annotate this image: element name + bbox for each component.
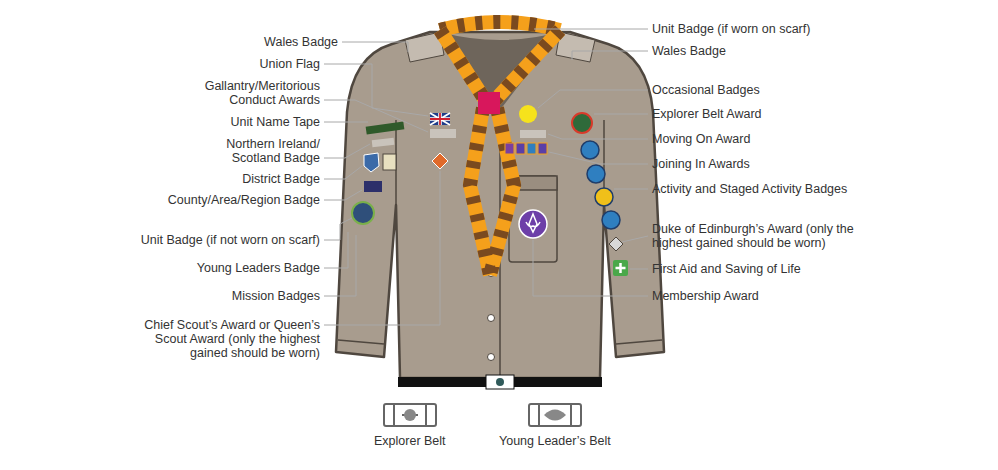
badge-label: District Badge: [242, 172, 320, 186]
badge-label: Mission Badges: [232, 289, 320, 303]
badges-part: [581, 141, 599, 159]
scarf-part: [470, 108, 514, 275]
leader-lines-part: [324, 232, 348, 268]
badge-label: Union Flag: [260, 57, 320, 71]
scarf-part: [440, 30, 560, 100]
belt-part: [496, 378, 504, 386]
badges-part: [430, 113, 450, 125]
badges-part: [383, 154, 396, 170]
belt-icons-part: [539, 404, 571, 426]
belt-icons-part: [544, 410, 566, 421]
leader-lines-part: [538, 90, 648, 108]
badge-label: Unit Badge (if not worn on scarf): [141, 233, 320, 247]
badges: [352, 105, 628, 276]
belt-icons-part: [384, 404, 436, 426]
leader-lines-part: [594, 114, 648, 115]
leader-lines-part: [324, 235, 356, 296]
badge-label: Wales Badge: [652, 44, 726, 58]
badge-label: Explorer Belt: [374, 434, 446, 448]
badge-label: County/Area/Region Badge: [168, 193, 320, 207]
leader-lines-part: [324, 190, 362, 200]
badge-label: Occasional Badges: [652, 83, 760, 97]
leader-lines-part: [614, 189, 648, 190]
badge-label: First Aid and Saving of Life: [652, 262, 801, 276]
leader-lines-part: [572, 51, 648, 60]
badges-part: [519, 105, 537, 123]
badges-part: [372, 138, 395, 147]
belt-icons-part: [529, 404, 581, 426]
badges-part: [616, 263, 626, 273]
leader-lines-part: [342, 42, 408, 52]
leader-lines-part: [324, 144, 370, 158]
leader-lines-part: [533, 240, 648, 296]
badge-label: Explorer Belt Award: [652, 107, 762, 121]
badge-label: Unit Badge (if worn on scarf): [652, 22, 810, 36]
leader-lines-part: [630, 269, 648, 270]
badges-part: [430, 113, 450, 125]
badge-label: Unit Name Tape: [231, 115, 320, 129]
badges-part: [602, 211, 620, 229]
shirt-part: [488, 354, 495, 361]
leader-lines-part: [622, 236, 648, 242]
badge-label: Northern Ireland/ Scotland Badge: [200, 137, 320, 165]
badge-label: Moving On Award: [652, 132, 750, 146]
badges-part: [538, 143, 547, 154]
leader-lines-part: [324, 171, 440, 325]
leader-lines-part: [534, 29, 648, 30]
badge-label: Joining In Awards: [652, 157, 750, 171]
leader-lines: [324, 29, 648, 325]
leader-lines-part: [324, 100, 428, 132]
leader-lines-part: [324, 122, 368, 123]
belt-part: [486, 375, 514, 389]
badges-part: [364, 181, 382, 192]
badges-part: [609, 237, 623, 251]
badges-part: [572, 113, 592, 133]
shirt: [336, 32, 664, 378]
badges-part: [366, 121, 405, 134]
scarf-part: [440, 30, 560, 100]
shirt-part: [519, 210, 547, 238]
belt-icons: [384, 404, 581, 426]
badge-label: Duke of Edinburgh’s Award (only the high…: [652, 222, 877, 250]
badge-label: Membership Award: [652, 289, 759, 303]
badges-part: [516, 143, 525, 154]
belt-icons-part: [404, 409, 416, 421]
leader-lines-part: [324, 166, 362, 179]
badges-part: [430, 113, 450, 125]
leader-lines-part: [548, 134, 648, 139]
badges-part: [432, 153, 448, 169]
shirt-part: [526, 214, 540, 232]
belt-icons-part: [394, 404, 426, 426]
shirt-part: [336, 32, 664, 378]
belt: [398, 375, 602, 389]
badges-part: [613, 260, 628, 276]
badges-part: [520, 130, 546, 138]
badges-part: [595, 188, 613, 206]
scarf-part: [470, 108, 514, 275]
badges-part: [430, 113, 450, 125]
belt-part: [398, 377, 602, 387]
leader-lines-part: [549, 152, 648, 164]
badges-part: [527, 143, 536, 154]
badges-part: [352, 202, 374, 224]
badge-label: Young Leaders Badge: [197, 261, 320, 275]
badge-label: Wales Badge: [264, 35, 338, 49]
badges-part: [505, 143, 514, 154]
leader-lines-part: [324, 64, 428, 116]
badge-label: Activity and Staged Activity Badges: [652, 182, 847, 196]
badge-label: Chief Scout’s Award or Queen’s Scout Awa…: [135, 318, 320, 360]
badge-label: Gallantry/Meritorious Conduct Awards: [170, 79, 320, 107]
badges-part: [364, 153, 379, 172]
badges-part: [430, 129, 456, 138]
scarf: [440, 22, 560, 275]
badges-part: [587, 165, 605, 183]
scarf-part: [478, 92, 500, 114]
badge-label: Young Leader’s Belt: [499, 434, 611, 448]
shirt-part: [488, 315, 495, 322]
